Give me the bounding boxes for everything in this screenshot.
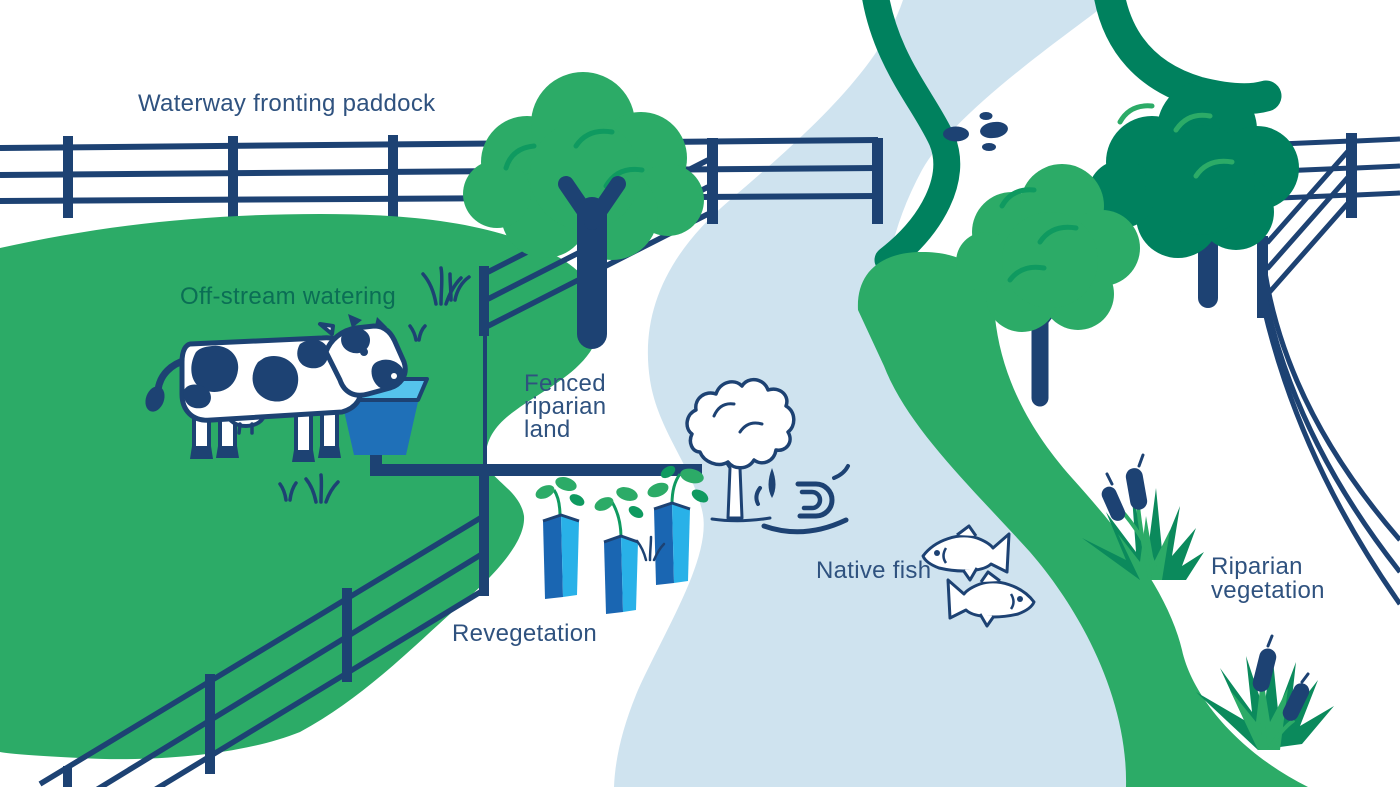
river [614,0,1162,787]
boundary-fence [0,135,883,224]
label-riparian-vegetation: Riparian vegetation [1211,553,1325,604]
grass-tufts [278,266,471,504]
tree-guards-with-seedlings [535,465,709,614]
label-off-stream-watering: Off-stream watering [180,283,396,310]
white-sketch-tree [685,377,796,523]
reed-clump-lower [1196,634,1334,750]
light-green-tree [956,164,1140,407]
water-ripples [754,464,850,535]
paddock-grass [0,214,601,760]
riverbank-vegetation-strip [857,252,1308,787]
far-bank-fence [1257,133,1400,606]
label-fenced-riparian-land: Fenced riparian land [524,370,607,443]
label-revegetation: Revegetation [452,620,598,647]
native-fish-pair [921,524,1036,628]
tree-guard [594,487,644,614]
paddock-tree [463,72,704,349]
water-drop [768,468,776,498]
label-native-fish: Native fish [816,557,932,584]
tree-guard [535,476,585,599]
fish [946,570,1036,628]
label-waterway-fronting-paddock: Waterway fronting paddock [138,90,436,117]
cow [145,314,408,462]
dark-green-tree [1088,80,1299,308]
fish [921,524,1011,582]
reed-clump-upper [1082,453,1204,580]
stones [943,112,1008,151]
